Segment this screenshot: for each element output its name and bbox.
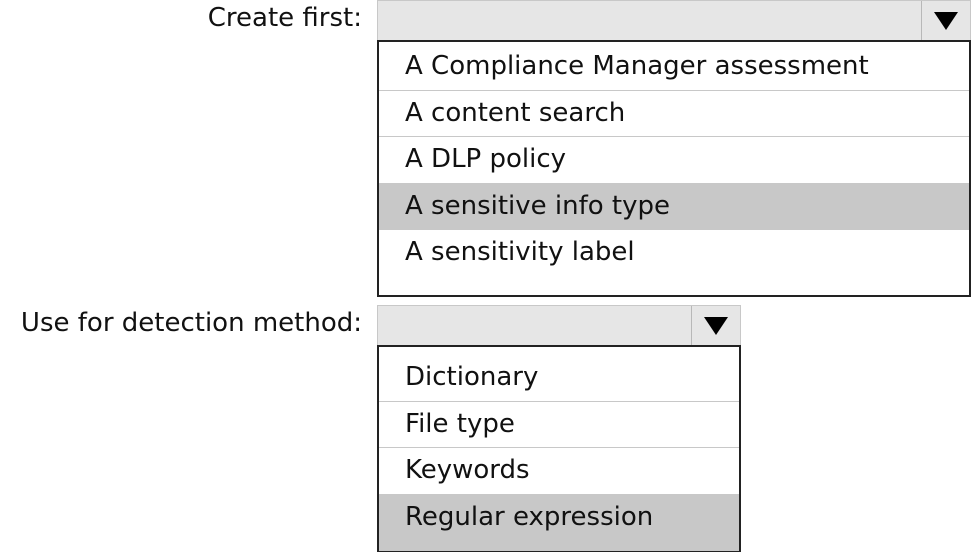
detection-method-options: Dictionary File type Keywords Regular ex… xyxy=(377,345,741,552)
create-first-label: Create first: xyxy=(207,3,362,33)
option-file-type[interactable]: File type xyxy=(379,402,739,448)
option-content-search[interactable]: A content search xyxy=(379,91,969,137)
dropdown-arrow[interactable] xyxy=(921,1,970,40)
detection-method-label: Use for detection method: xyxy=(20,308,362,338)
option-dictionary[interactable]: Dictionary xyxy=(379,355,739,402)
option-dlp-policy[interactable]: A DLP policy xyxy=(379,137,969,184)
option-sensitivity-label[interactable]: A sensitivity label xyxy=(405,237,635,267)
option-regular-expression[interactable]: Regular expression xyxy=(379,494,739,551)
option-compliance-manager-assessment[interactable]: A Compliance Manager assessment xyxy=(379,44,969,91)
detection-method-dropdown[interactable] xyxy=(377,305,741,346)
create-first-options: A Compliance Manager assessment A conten… xyxy=(377,40,971,297)
chevron-down-icon xyxy=(934,11,958,30)
chevron-down-icon xyxy=(704,316,728,335)
option-sensitive-info-type[interactable]: A sensitive info type xyxy=(379,183,969,230)
option-keywords[interactable]: Keywords xyxy=(379,448,739,495)
dropdown-arrow[interactable] xyxy=(691,306,740,345)
create-first-dropdown[interactable] xyxy=(377,0,971,41)
